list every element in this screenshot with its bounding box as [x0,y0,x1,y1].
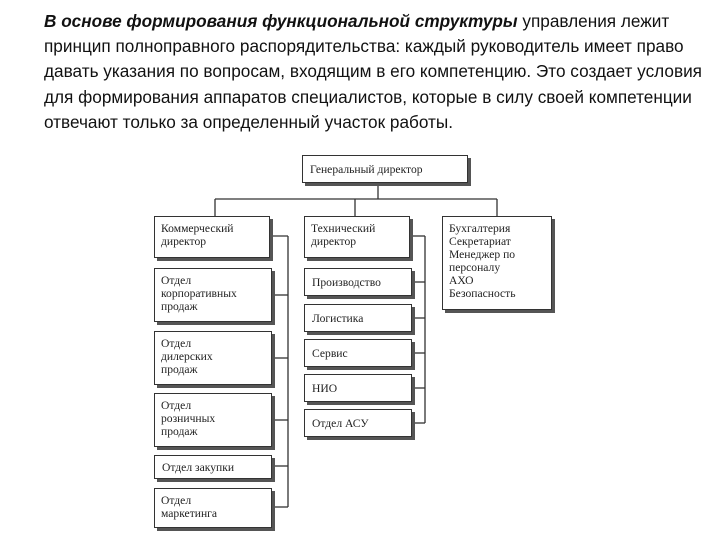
nio-box: НИО [304,374,412,402]
corporate-sales-dept-box: Отдел корпоративных продаж [154,268,272,322]
retail-sales-dept-box: Отдел розничных продаж [154,393,272,447]
intro-italic: В основе формирования функциональной стр… [44,11,518,31]
marketing-dept-box: Отдел маркетинга [154,488,272,528]
staff-services-box: Бухгалтерия Секретариат Менеджер по перс… [442,216,552,310]
asu-dept-box: Отдел АСУ [304,409,412,437]
production-box: Производство [304,268,412,296]
general-director-box: Генеральный директор [302,155,468,183]
service-box: Сервис [304,339,412,367]
technical-director-box: Технический директор [304,216,410,258]
dealer-sales-dept-box: Отдел дилерских продаж [154,331,272,385]
commercial-director-box: Коммерческий директор [154,216,270,258]
procurement-dept-box: Отдел закупки [154,455,272,479]
intro-text: управления лежит принцип полноправного р… [44,11,702,132]
logistics-box: Логистика [304,304,412,332]
intro-paragraph: В основе формирования функциональной стр… [44,9,704,135]
